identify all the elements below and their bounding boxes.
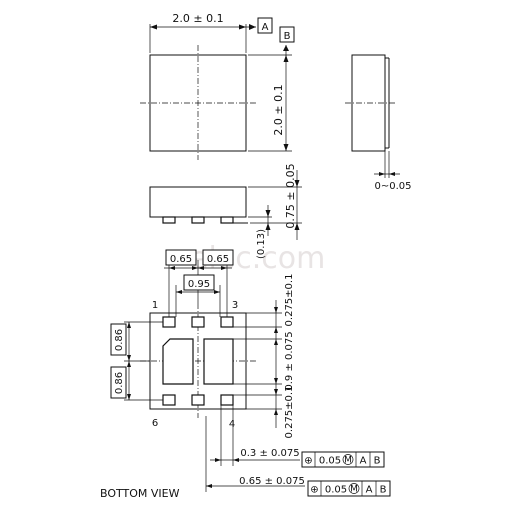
pitch-left-label: 0.65 [170, 254, 192, 265]
side-view-body [149, 186, 247, 218]
fcf1-mmc-icon [342, 454, 354, 465]
pad-center-dim-label: 0.9 ± 0.075 [284, 331, 295, 390]
height-dim-label: 2.0 ± 0.1 [272, 84, 285, 135]
flatness-arrow-l [379, 172, 385, 176]
datum-b-label: B [284, 31, 291, 42]
side-lead-2 [191, 216, 205, 224]
flatness-dim-label: 0~0.05 [374, 181, 411, 192]
pw-arrow-r [233, 458, 239, 462]
fcf1-position-icon: ⊕ [304, 456, 312, 467]
standoff-arrow-top [265, 210, 271, 217]
fcf2-tolerance: 0.05 [325, 485, 347, 496]
end-view: 0~0.05 [345, 54, 412, 192]
span-arrow-l [176, 290, 182, 294]
thickness-arrow-bottom [294, 223, 300, 230]
rdim-arrow-3 [274, 339, 278, 345]
pad-5 [191, 394, 205, 406]
standoff-arrow-bottom [265, 223, 271, 230]
fcf2-datum-a: A [366, 485, 373, 496]
row-arrow-4 [127, 394, 131, 400]
arrow-right [239, 24, 246, 30]
bottom-view-title: BOTTOM VIEW [100, 487, 180, 500]
fcf1-tolerance: 0.05 [319, 456, 341, 467]
feature-control-frame-2: ⊕ 0.05 M A B [307, 480, 391, 497]
top-view: 2.0 ± 0.1 A B 2.0 ± 0.1 [140, 12, 295, 160]
row-lower-label: 0.86 [114, 372, 125, 394]
pitch-arrow-1 [169, 266, 175, 270]
pp-arrow-l [206, 484, 212, 488]
pitch-arrow-2 [192, 266, 198, 270]
standoff-dim-label: (0.13) [256, 229, 267, 259]
pin-6-label: 6 [152, 418, 158, 429]
rdim-arrow-2 [274, 327, 278, 333]
row-arrow-2 [127, 355, 131, 361]
datum-b-arrow [283, 45, 289, 51]
pw-arrow-l [215, 458, 221, 462]
exposed-pad-right [203, 338, 234, 385]
rdim-arrow-5 [274, 389, 278, 395]
datum-a-label: A [262, 22, 269, 33]
pad-width-dim-label: 0.3 ± 0.075 [240, 448, 299, 459]
fcf1-datum-a: A [360, 456, 367, 467]
datum-a-arrow [249, 24, 256, 30]
pitch-right-label: 0.65 [207, 254, 229, 265]
rdim-arrow-1 [274, 307, 278, 313]
flatness-arrow-r [389, 172, 395, 176]
rdim-arrow-4 [274, 378, 278, 384]
fcf1-modifier: M [344, 456, 352, 466]
row-upper-box [110, 323, 127, 356]
pitch-arrow-4 [221, 266, 227, 270]
span-box [183, 274, 215, 291]
pad-pitch-dim-label: 0.65 ± 0.075 [239, 476, 305, 487]
end-view-body [351, 54, 386, 152]
side-lead-3 [220, 216, 234, 224]
top-view-body [149, 54, 247, 152]
rdim-arrow-6 [274, 409, 278, 415]
arrow-left [150, 24, 157, 30]
arrow-down [283, 144, 289, 151]
pad-4 [220, 394, 234, 406]
datum-a-box [257, 17, 273, 34]
fcf2-modifier: M [350, 485, 358, 495]
side-view: 0.75 ± 0.05 (0.13) [149, 163, 302, 259]
datum-b-box [279, 26, 295, 43]
pad-6 [162, 394, 176, 406]
row-arrow-1 [127, 322, 131, 328]
pitch-left-box [165, 249, 197, 266]
fcf2-datum-b: B [380, 485, 387, 496]
fcf2-mmc-icon [348, 483, 360, 494]
exposed-pad-left [162, 338, 194, 385]
thickness-arrow-top [294, 180, 300, 187]
pitch-arrow-3 [198, 266, 204, 270]
pad-top-dim-label: 0.275±0.1 [284, 274, 295, 327]
pad-3 [220, 316, 234, 328]
width-dim-label: 2.0 ± 0.1 [172, 12, 223, 25]
pitch-right-box [202, 249, 234, 266]
feature-control-frame-1: ⊕ 0.05 M A B [301, 451, 385, 468]
pin-3-label: 3 [232, 300, 238, 311]
pad-1 [162, 316, 176, 328]
thickness-dim-label: 0.75 ± 0.05 [284, 163, 297, 228]
row-lower-box [110, 366, 127, 399]
row-arrow-3 [127, 361, 131, 367]
span-label: 0.95 [188, 279, 210, 290]
pin-1-label: 1 [152, 300, 158, 311]
arrow-up [283, 55, 289, 62]
fcf1-datum-b: B [374, 456, 381, 467]
bottom-view: 1 3 6 4 0.65 0.65 0.95 0.86 [100, 249, 391, 500]
row-upper-label: 0.86 [114, 329, 125, 351]
pin-4-label: 4 [229, 419, 235, 430]
pad-2 [191, 316, 205, 328]
side-lead-1 [162, 216, 176, 224]
fcf2-position-icon: ⊕ [310, 485, 318, 496]
pad-bottom-dim-label: 0.275±0.1 [284, 386, 295, 439]
span-arrow-r [214, 290, 220, 294]
